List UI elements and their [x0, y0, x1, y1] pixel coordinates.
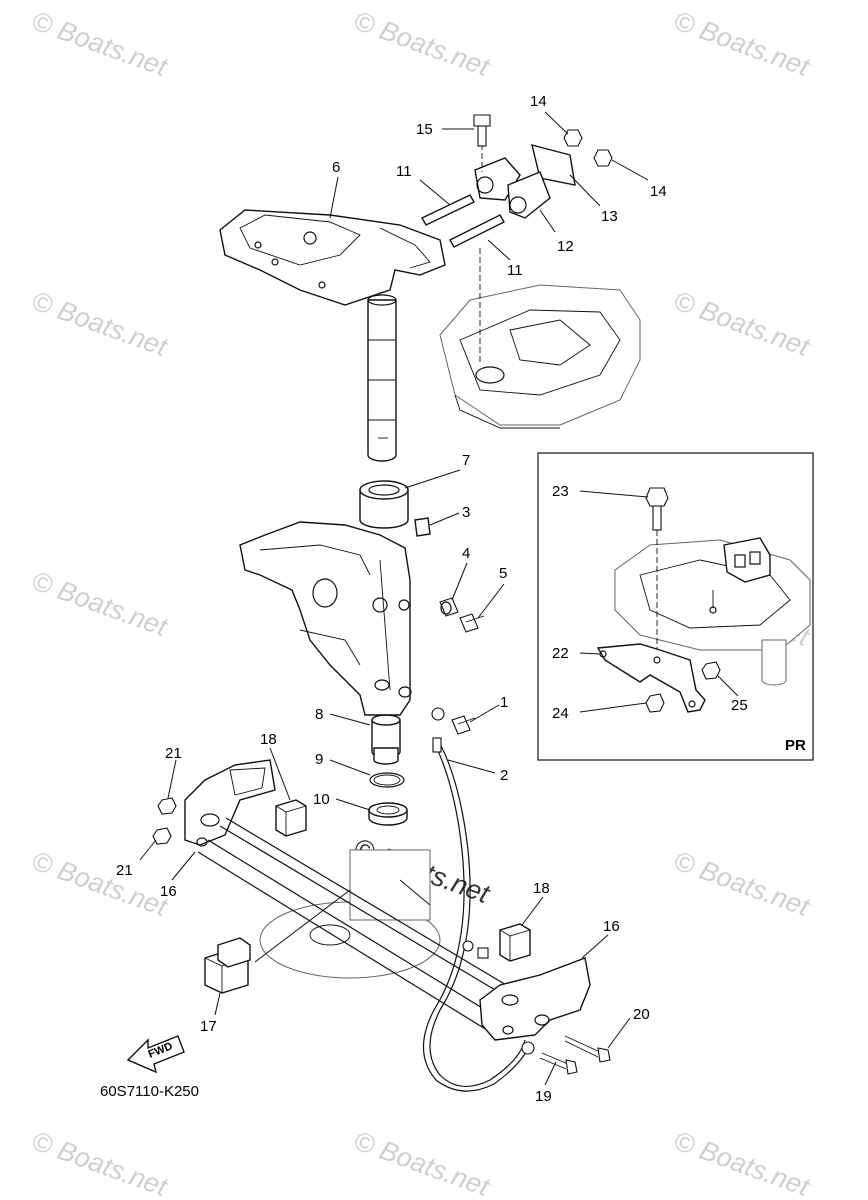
part-6-steering-bracket — [219, 209, 446, 462]
watermark-9: © Boats.net — [670, 845, 815, 922]
part-7-bushing — [359, 480, 409, 529]
part-16-right-clamp — [479, 957, 591, 1041]
callout-label: 19 — [535, 1088, 552, 1105]
callout-label: 14 — [530, 93, 547, 110]
callout-label: 23 — [552, 483, 569, 500]
part-19-bolt — [539, 1052, 578, 1075]
callout-label: 15 — [416, 121, 433, 138]
part-16-left-clamp — [184, 759, 276, 847]
callout-label: 3 — [462, 504, 470, 521]
part-21-nuts — [152, 797, 177, 845]
callout-label: 13 — [601, 208, 618, 225]
leader-lines — [139, 111, 739, 1086]
watermark-6: © Boats.net — [28, 565, 173, 642]
part-12-13-mounts — [474, 135, 576, 219]
callout-label: 20 — [633, 1006, 650, 1023]
watermark-8: © Boats.net — [28, 845, 173, 922]
callout-label: 16 — [160, 883, 177, 900]
callout-label: 7 — [462, 452, 470, 469]
callout-label: 25 — [731, 697, 748, 714]
watermark-10: © Boats.net — [28, 1125, 173, 1200]
callout-label: 1 — [500, 694, 508, 711]
callout-label: 12 — [557, 238, 574, 255]
watermark-5: © Boats.net — [670, 285, 815, 362]
clamp-rods — [197, 817, 519, 1039]
callout-label: 14 — [650, 183, 667, 200]
part-2-ground-wire — [422, 707, 535, 1092]
callout-label: 6 — [332, 159, 340, 176]
callout-label: 11 — [507, 262, 523, 279]
fwd-arrow-icon: FWD — [126, 1035, 185, 1074]
part-18-rubber-left — [275, 799, 307, 837]
part-5-screw — [459, 613, 485, 633]
watermark-11: © Boats.net — [350, 1125, 495, 1200]
callout-label: 8 — [315, 706, 323, 723]
part-3-plate — [414, 517, 431, 537]
inset-box — [537, 452, 814, 761]
part-24-nut — [645, 693, 665, 713]
part-14-nuts — [563, 129, 613, 167]
watermark-2: © Boats.net — [350, 5, 495, 82]
callout-label: 17 — [200, 1018, 217, 1035]
callout-labels: 1 2 3 4 5 6 7 8 9 10 11 11 12 13 14 14 1… — [100, 93, 806, 1105]
callout-label: 16 — [603, 918, 620, 935]
part-17-rubber — [204, 937, 251, 994]
inset-label-pr: PR — [785, 737, 806, 754]
callout-label: 10 — [313, 791, 330, 808]
part-10-seal — [368, 802, 408, 826]
part-9-o-ring — [369, 772, 405, 788]
callout-label: 21 — [165, 745, 182, 762]
watermark-3: © Boats.net — [670, 5, 815, 82]
callout-label: 18 — [260, 731, 277, 748]
part-23-bolt — [645, 487, 669, 531]
callout-label: 22 — [552, 645, 569, 662]
diagram-code: 60S7110-K250 — [100, 1083, 199, 1100]
watermark-1: © Boats.net — [28, 5, 173, 82]
callout-label: 5 — [499, 565, 507, 582]
part-15-bolt — [473, 114, 491, 147]
callout-label: 24 — [552, 705, 569, 722]
watermark-12: © Boats.net — [670, 1125, 815, 1200]
part-8-bushing — [371, 714, 401, 765]
part-1-screw — [451, 715, 476, 735]
part-18-rubber-right — [499, 923, 531, 962]
swivel-bracket — [239, 521, 412, 716]
callout-label: 9 — [315, 751, 323, 768]
part-20-bolt — [564, 1035, 611, 1063]
callout-label: 2 — [500, 767, 508, 784]
part-11-studs — [421, 194, 505, 365]
engine-base-ghost — [439, 284, 641, 429]
part-25-nut — [701, 661, 721, 680]
part-4-collar — [439, 597, 459, 617]
callout-label: 18 — [533, 880, 550, 897]
callout-label: 11 — [396, 163, 412, 180]
callout-label: 21 — [116, 862, 133, 879]
callout-label: 4 — [462, 545, 470, 562]
lower-mount-ghost — [259, 849, 441, 979]
watermark-4: © Boats.net — [28, 285, 173, 362]
